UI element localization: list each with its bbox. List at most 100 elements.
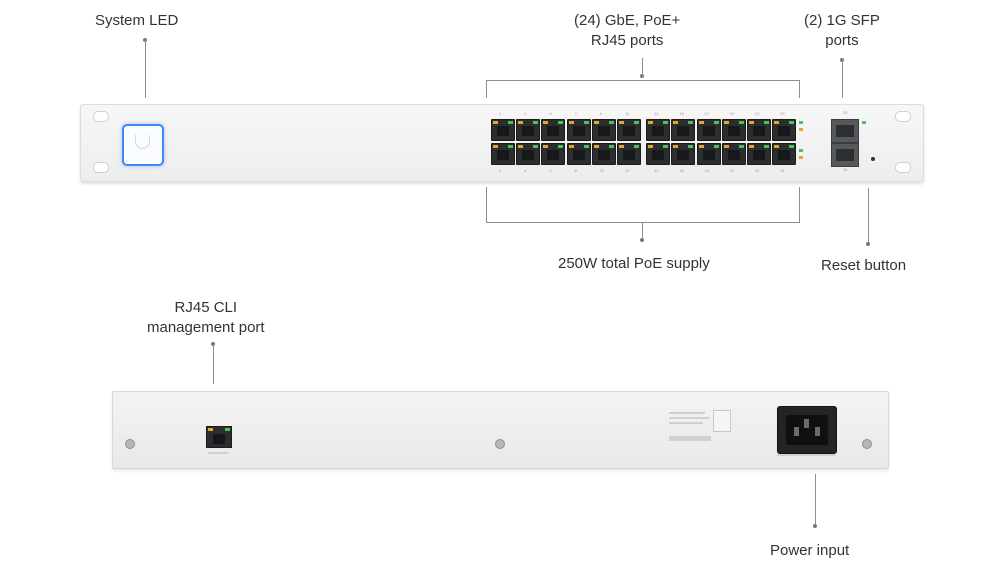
rj45-port-6 [541, 143, 566, 165]
port-jack [547, 150, 560, 160]
port-led [543, 121, 549, 124]
port-led [673, 145, 679, 148]
port-led [593, 145, 599, 148]
power-input-label: Power input [770, 542, 850, 559]
port-led [738, 121, 744, 124]
port-jack [778, 126, 791, 136]
rj45-port-7 [566, 119, 591, 141]
port-led [558, 121, 564, 124]
port-number-24: 24 [780, 168, 785, 173]
port-number-22: 22 [755, 168, 760, 173]
rj45-port-21 [747, 119, 771, 141]
cli-port-label-line2: management port [147, 319, 265, 336]
port-led [568, 145, 574, 148]
port-number-9: 9 [599, 111, 603, 116]
rj45-port-23 [772, 119, 797, 141]
port-jack [522, 126, 535, 136]
port-number-17: 17 [704, 111, 710, 116]
port-led [568, 121, 574, 124]
poe-supply-bracket-left [486, 187, 487, 222]
port-led [774, 145, 780, 148]
sfp-ports-label: (2) 1G SFP ports [804, 11, 880, 51]
port-number-11: 11 [625, 111, 630, 116]
cli-port-caption [208, 452, 228, 454]
port-led [648, 145, 654, 148]
port-led [713, 121, 719, 124]
certification-box [713, 410, 731, 432]
port-jack [753, 150, 765, 160]
port-number-15: 15 [679, 111, 684, 116]
port-number-4: 4 [524, 168, 527, 173]
sfp-ports-label-line2: ports [825, 32, 859, 49]
port-led [493, 145, 498, 148]
status-led-1 [799, 121, 803, 124]
port-number-21: 21 [755, 111, 760, 116]
power-leader [814, 474, 816, 526]
sfp-slot [836, 125, 854, 137]
port-led [593, 121, 599, 124]
port-led [698, 145, 704, 148]
poe-supply-label: 250W total PoE supply [558, 255, 710, 272]
port-led [648, 121, 654, 124]
sfp-number-26: 26 [843, 167, 848, 172]
sfp-ports-label-line1: (2) 1G SFP [804, 12, 880, 29]
port-number-19: 19 [729, 111, 735, 116]
poe-supply-bracket-bottom [486, 222, 800, 223]
port-led [619, 121, 624, 124]
power-leader-dot [813, 524, 817, 528]
port-jack [778, 150, 791, 160]
port-led [774, 121, 780, 124]
rj45-port-5 [541, 119, 566, 141]
cli-port-label-line1: RJ45 CLI [174, 299, 238, 316]
port-led [713, 145, 719, 148]
rj45-port-24 [772, 143, 797, 165]
reset-button[interactable] [871, 157, 875, 161]
port-jack [547, 126, 560, 136]
screw-left [125, 439, 135, 449]
status-led-4 [799, 156, 803, 159]
port-led [518, 145, 524, 148]
reset-leader [867, 188, 869, 244]
poe-ports-label-line2: RJ45 ports [590, 32, 664, 49]
port-jack [652, 126, 665, 136]
poe-supply-bracket-right [799, 187, 800, 222]
port-jack [652, 150, 665, 160]
port-jack [597, 150, 610, 160]
screw-middle [495, 439, 505, 449]
rj45-port-9 [591, 119, 616, 141]
port-jack [753, 126, 765, 136]
port-jack [572, 150, 585, 160]
power-inlet [777, 406, 837, 454]
rj45-port-15 [671, 119, 696, 141]
cli-port-jack [213, 434, 225, 444]
rack-ear-hole-bottom-right [895, 162, 911, 173]
port-jack [597, 126, 610, 136]
system-led-label: System LED [95, 12, 179, 29]
port-jack [727, 150, 740, 160]
poe-ports-label-line1: (24) GbE, PoE+ [574, 12, 681, 29]
port-led [508, 121, 513, 124]
port-led [558, 145, 564, 148]
port-number-14: 14 [654, 168, 659, 173]
rj45-port-11 [617, 119, 641, 141]
port-number-13: 13 [654, 111, 659, 116]
rj45-port-14 [646, 143, 671, 165]
port-jack [497, 150, 509, 160]
port-led [543, 145, 549, 148]
rj45-port-17 [696, 119, 721, 141]
status-led-3 [799, 149, 803, 152]
sfp-number-25: 25 [843, 110, 848, 115]
port-number-7: 7 [574, 111, 577, 116]
port-led [583, 145, 589, 148]
power-inlet-socket [786, 415, 828, 445]
port-jack [497, 126, 509, 136]
rj45-port-16 [671, 143, 696, 165]
power-pin-left [794, 427, 799, 436]
certification-marks [669, 436, 711, 441]
reset-leader-dot [866, 242, 870, 246]
port-number-10: 10 [599, 168, 605, 173]
port-jack [572, 126, 585, 136]
port-number-16: 16 [679, 168, 684, 173]
